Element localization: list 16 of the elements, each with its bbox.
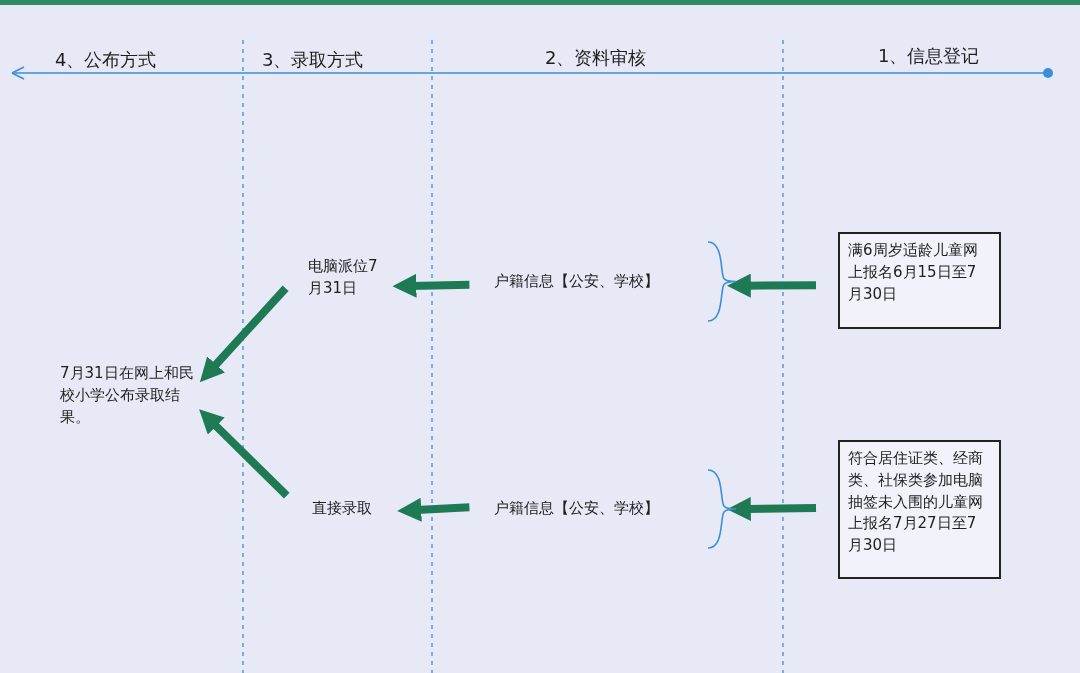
- registration-text: 满6周岁适龄儿童网上报名6月15日至7月30日: [848, 240, 979, 305]
- column-header: 3、录取方式: [262, 48, 364, 72]
- registration-text: 符合居住证类、经商类、社保类参加电脑抽签未入围的儿童网上报名7月27日至7月30日: [848, 448, 984, 556]
- registration-box: [838, 440, 1001, 579]
- result-text: 电脑派位7月31日: [308, 256, 388, 302]
- result-text: 直接录取: [312, 498, 396, 522]
- column-header: 1、信息登记: [878, 44, 980, 68]
- result-text: 7月31日在网上和民校小学公布录取结果。: [60, 363, 196, 435]
- column-header: 2、资料审核: [545, 46, 647, 70]
- registration-box: [838, 232, 1001, 329]
- arrow: [199, 285, 289, 383]
- arrow: [726, 496, 817, 521]
- review-text: 户籍信息【公安、学校】: [494, 498, 659, 519]
- arrow: [199, 409, 290, 499]
- review-text: 户籍信息【公安、学校】: [494, 270, 659, 292]
- column-header: 4、公布方式: [55, 48, 157, 72]
